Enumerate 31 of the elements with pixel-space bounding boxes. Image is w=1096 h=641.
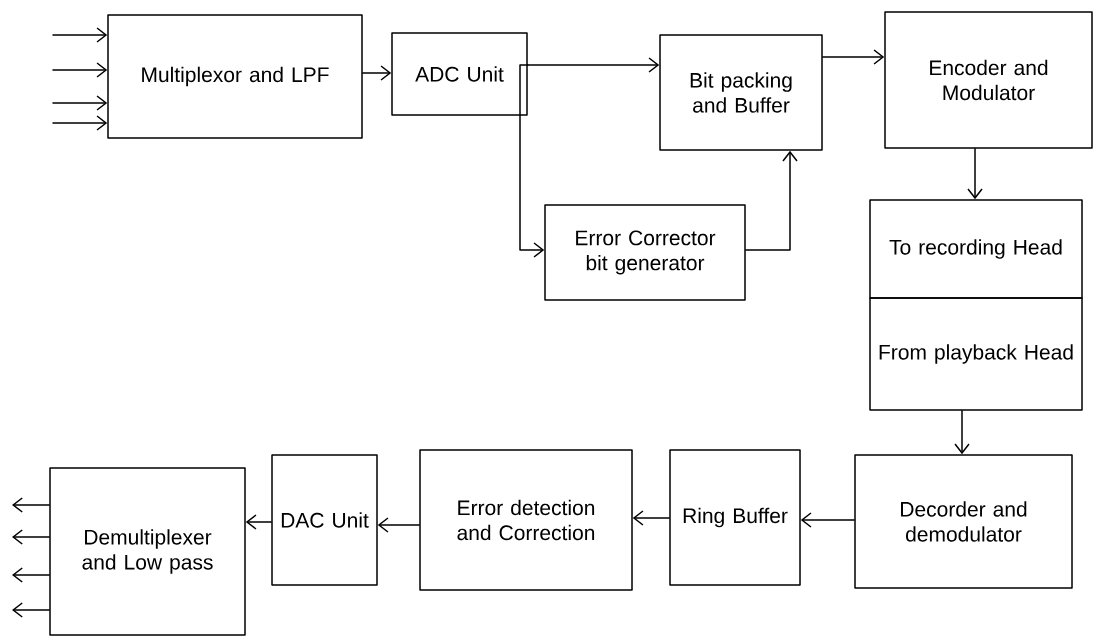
arrow	[12, 497, 50, 513]
arrow	[52, 62, 108, 78]
arrow	[527, 57, 660, 73]
arrow	[12, 529, 50, 545]
arrow	[954, 410, 970, 455]
process-box: Error detection and Correction	[419, 449, 633, 591]
playback-head-box: From playback Head	[869, 297, 1083, 411]
arrow	[967, 148, 983, 200]
arrow	[745, 150, 798, 251]
arrow	[12, 567, 50, 583]
recording-head-box: To recording Head	[869, 199, 1083, 299]
process-box: Demultiplexer and Low pass	[49, 467, 246, 636]
process-box: Error Corrector bit generator	[544, 204, 746, 301]
process-box: DAC Unit	[271, 454, 378, 586]
arrow	[377, 517, 420, 533]
process-box: Bit packing and Buffer	[659, 34, 823, 151]
arrow	[52, 115, 108, 131]
arrow	[362, 65, 392, 81]
process-box: Ring Buffer	[669, 449, 801, 586]
arrow	[12, 602, 50, 618]
arrow	[822, 49, 885, 65]
arrow	[52, 27, 108, 43]
process-box: Decorder and demodulator	[854, 454, 1073, 589]
arrow	[519, 64, 545, 258]
process-box: ADC Unit	[391, 32, 528, 116]
arrow	[245, 514, 272, 530]
process-box: Encoder and Modulator	[884, 11, 1093, 149]
arrow	[632, 510, 670, 526]
arrow	[800, 512, 855, 528]
process-box: Multiplexor and LPF	[107, 14, 363, 139]
arrow	[52, 95, 108, 111]
